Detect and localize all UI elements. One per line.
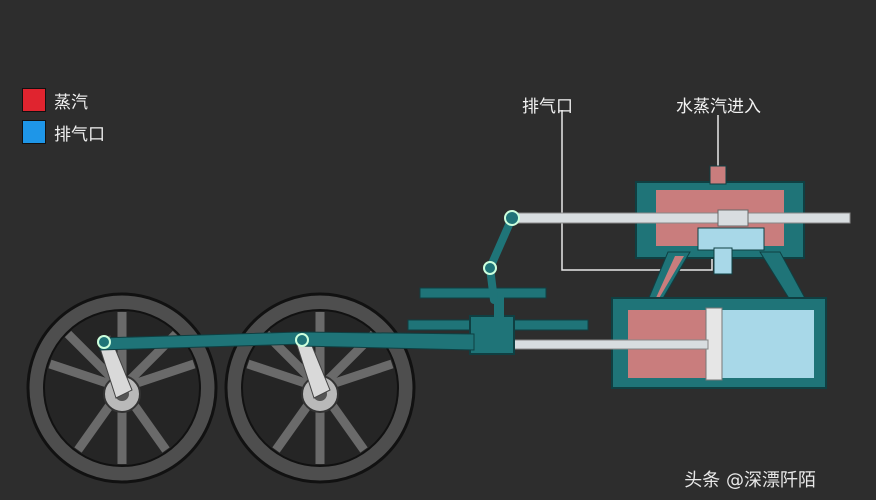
legend-label-exhaust: 排气口 (54, 124, 105, 145)
callout-exhaust: 排气口 (522, 97, 573, 117)
wheel-left-icon (26, 292, 218, 484)
slide-valve (697, 227, 765, 251)
callout-steam-inlet: 水蒸汽进入 (676, 97, 761, 117)
wheel-right-icon (224, 292, 416, 484)
exhaust-pointer-line (561, 110, 713, 271)
piston-rod (489, 339, 709, 350)
watermark: 头条 @深漂阡陌 (684, 470, 816, 491)
steam-swatch-icon (22, 88, 46, 112)
legend-item-steam: 蒸汽 (22, 88, 105, 113)
legend-item-exhaust: 排气口 (22, 120, 105, 145)
valve-rod (511, 212, 851, 224)
legend: 蒸汽 排气口 (22, 88, 105, 152)
exhaust-swatch-icon (22, 120, 46, 144)
legend-label-steam: 蒸汽 (54, 92, 88, 113)
steam-port-right (759, 251, 807, 301)
